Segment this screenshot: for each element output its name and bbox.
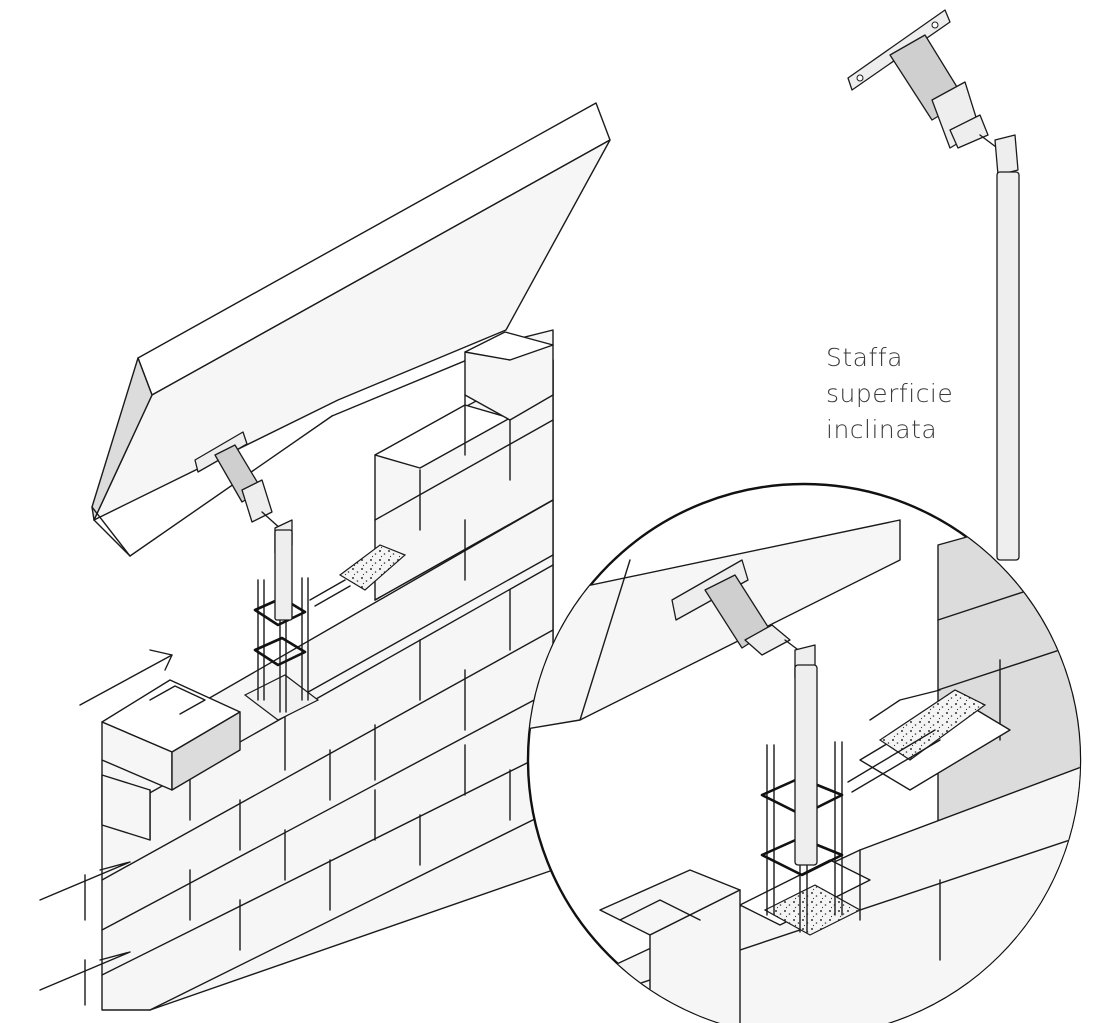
- grout-cell-right: [338, 544, 407, 591]
- caption-line-2: superficie: [826, 379, 954, 408]
- bracket-prop-main: [194, 431, 293, 621]
- zoom-detail: [526, 482, 1082, 1023]
- inclined-surface-bracket-icon: [847, 9, 1020, 561]
- direction-arrows: [39, 649, 173, 1006]
- masonry-wall: [101, 329, 554, 1011]
- caption-line-1: Staffa: [826, 343, 903, 372]
- grout-cell: [243, 674, 320, 721]
- inclined-slab: [91, 102, 611, 557]
- block-course-lines: [101, 394, 554, 1011]
- bracket-caption: Staffa superficie inclinata: [826, 340, 953, 448]
- caption-line-3: inclinata: [826, 415, 938, 444]
